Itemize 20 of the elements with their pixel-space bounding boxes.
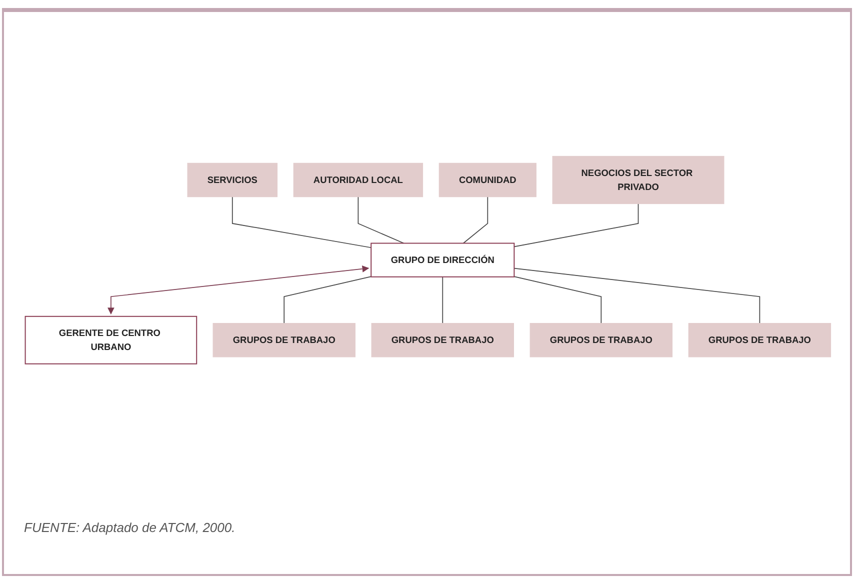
node-box: SERVICIOS — [187, 162, 278, 198]
source-caption: FUENTE: Adaptado de ATCM, 2000. — [24, 520, 236, 535]
node-box: GRUPOS DE TRABAJO — [212, 322, 356, 358]
node-box: AUTORIDAD LOCAL — [293, 162, 424, 198]
connector — [232, 196, 372, 248]
connector — [442, 276, 444, 324]
node-box: GRUPOS DE TRABAJO — [371, 322, 514, 358]
connector — [462, 196, 488, 244]
connector — [358, 196, 404, 244]
arrow — [108, 265, 370, 314]
node-box: GRUPO DE DIRECCIÓN — [370, 242, 515, 278]
node-box: COMUNIDAD — [438, 162, 536, 198]
connector — [514, 276, 602, 324]
node-box: GRUPOS DE TRABAJO — [688, 322, 832, 358]
node-box: GRUPOS DE TRABAJO — [530, 322, 673, 358]
connector — [514, 268, 760, 324]
connector — [514, 203, 639, 248]
node-box: NEGOCIOS DEL SECTOR PRIVADO — [552, 156, 724, 204]
node-box: GERENTE DE CENTRO URBANO — [24, 316, 198, 364]
connector — [284, 276, 372, 324]
